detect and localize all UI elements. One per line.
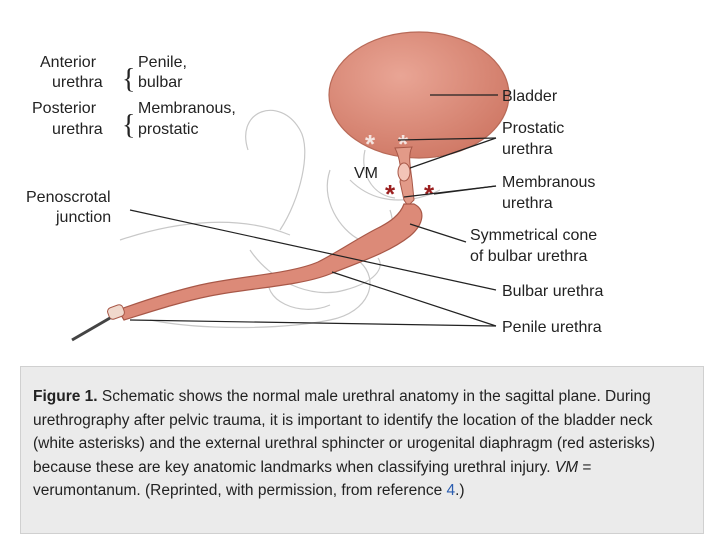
membranous-prostatic-label-1: Membranous, [138,100,236,117]
caption-text-2: = verumontanum. (Reprinted, with permiss… [33,458,592,500]
membranous-urethra-label-1: Membranous [502,174,595,191]
caption-vm-abbrev: VM [554,458,579,476]
penoscrotal-label-1: Penoscrotal [26,189,111,206]
caption-text-3: .) [455,482,465,499]
white-asterisk-right: * [398,129,409,159]
anterior-brace: { [122,64,135,95]
reference-link[interactable]: 4 [446,482,456,499]
membranous-urethra-label-2: urethra [502,195,553,212]
symmetrical-cone-label-1: Symmetrical cone [470,227,597,244]
white-asterisk-left: * [365,129,376,159]
catheter [71,316,111,342]
posterior-label: Posterior [32,100,97,117]
anterior-label: Anterior [40,54,97,71]
anatomy-diagram: * * * * Anterior urethra { Penile, bulba… [26,31,603,342]
verumontanum [397,162,411,182]
leader-lines [129,94,498,327]
background-anatomy-outline [119,109,441,329]
prostatic-urethra-label-1: Prostatic [502,120,564,137]
bladder-label: Bladder [502,88,558,105]
bulbar-penile-urethra-tube [117,203,423,321]
prostatic-urethra-label-2: urethra [502,141,553,158]
figure-number: Figure 1. [33,388,98,405]
penile-bulbar-label-2: bulbar [138,74,183,91]
posterior-urethra-label: urethra [52,121,103,138]
posterior-brace: { [122,110,135,141]
penile-urethra-label: Penile urethra [502,319,602,336]
penoscrotal-label-2: junction [55,209,111,226]
membranous-prostatic-label-2: prostatic [138,121,198,138]
vm-label: VM [354,165,378,182]
symmetrical-cone-label-2: of bulbar urethra [470,248,588,265]
anterior-urethra-label: urethra [52,74,103,91]
bulbar-urethra-label: Bulbar urethra [502,283,603,300]
red-asterisk-left: * [385,179,396,209]
penile-bulbar-label-1: Penile, [138,54,187,71]
bladder-shape [328,31,510,159]
caption-text-1: Schematic shows the normal male urethral… [33,388,656,476]
urethral-meatus-tip [107,304,125,320]
figure-caption: Figure 1. Schematic shows the normal mal… [20,366,704,534]
